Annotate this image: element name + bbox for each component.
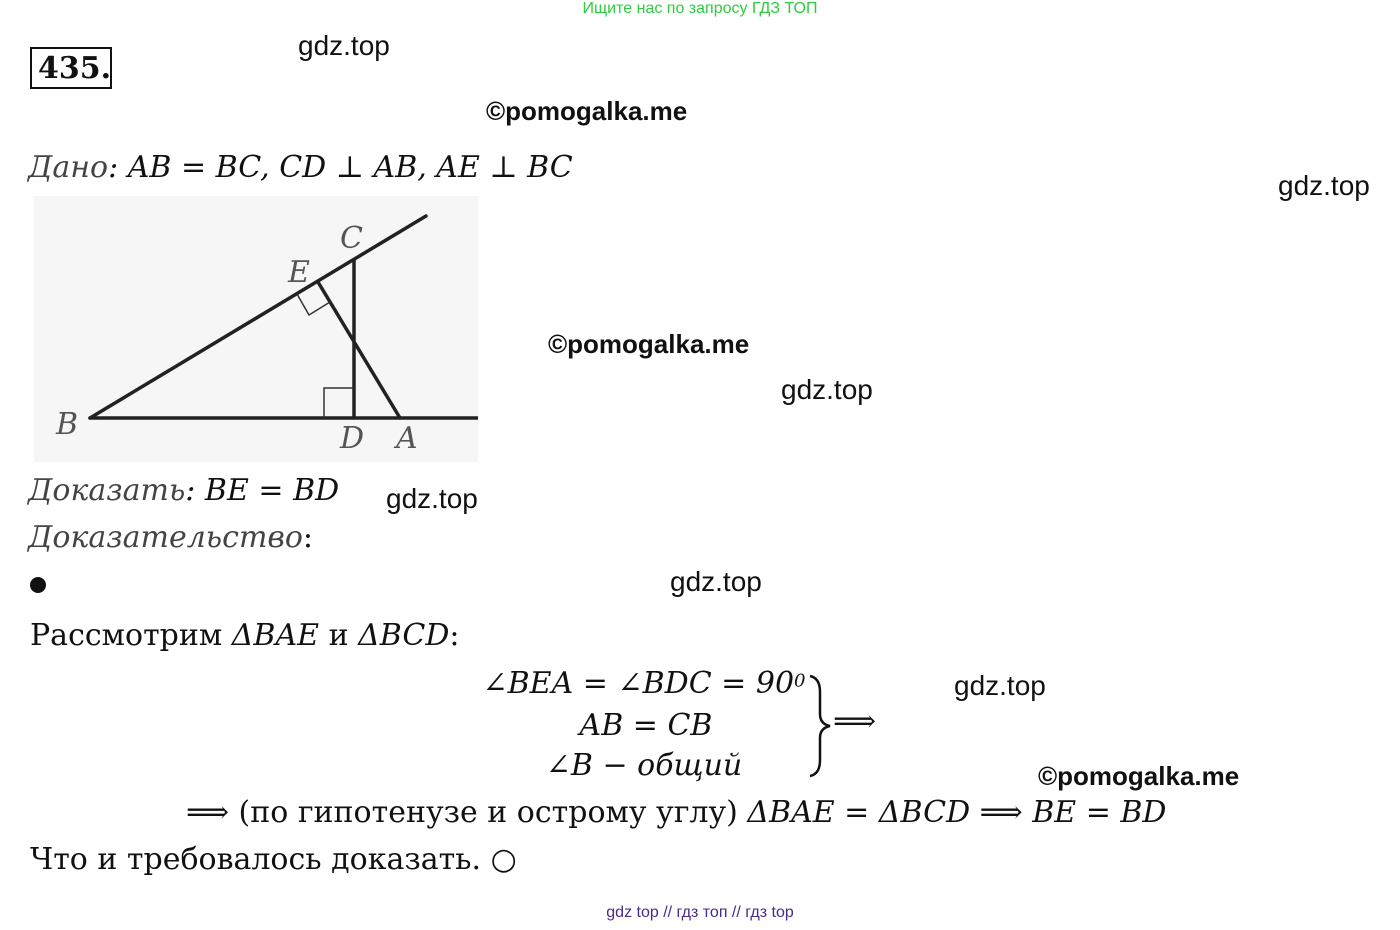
watermark-pomogalka: ©pomogalka.me: [548, 329, 750, 359]
common-angle: ∠B − общий: [545, 748, 743, 783]
bullet-point: [30, 577, 46, 593]
consider-and: и: [319, 618, 359, 653]
watermark-gdz: gdz.top: [298, 30, 390, 61]
sides-equal: AB = CB: [579, 708, 713, 743]
watermark-gdz: gdz.top: [954, 670, 1046, 701]
conclusion-result: BE = BD: [1032, 795, 1167, 830]
conclusion-arrow: ⟹: [186, 795, 239, 830]
triangle-bcd: ΔBCD: [358, 618, 450, 653]
watermark-pomogalka: ©pomogalka.me: [486, 96, 688, 126]
segment-ae: [316, 280, 402, 420]
given-statement: : AB = BC, CD ⊥ AB, AE ⊥ BC: [108, 150, 573, 185]
qed-line: Что и требовалось доказать. ○: [30, 842, 517, 877]
right-angle-e: [296, 293, 331, 317]
watermark-pomogalka: ©pomogalka.me: [1038, 761, 1240, 791]
top-banner: Ищите нас по запросу ГДЗ ТОП: [582, 0, 818, 17]
label-c: C: [340, 221, 363, 256]
right-brace: [809, 674, 831, 778]
prove-line: Доказать: BE = BD: [28, 473, 339, 508]
watermark-gdz: gdz.top: [386, 483, 478, 514]
system-line-1: ∠BEA = ∠BDC = 900: [444, 666, 844, 701]
label-a: A: [393, 421, 418, 456]
given-label: Дано: [28, 150, 109, 185]
triangle-bae: ΔBAE: [231, 618, 320, 653]
degree-sup: 0: [794, 670, 806, 692]
geometry-figure: B C E D A: [34, 196, 478, 462]
proof-label: Доказательство: [28, 520, 303, 555]
watermark-gdz: gdz.top: [670, 566, 762, 597]
problem-number: 435.: [38, 51, 112, 86]
conclusion-arrow-2: ⟹: [970, 795, 1033, 830]
label-b: B: [55, 407, 78, 442]
problem-number-box: 435.: [30, 47, 112, 89]
right-angle-d: [323, 387, 354, 418]
prove-label: Доказать: [28, 473, 186, 508]
line-bc: [88, 214, 428, 420]
proof-heading: Доказательство:: [28, 520, 313, 555]
system-implies-arrow: ⟹: [833, 704, 877, 739]
proof-colon: :: [302, 520, 314, 555]
label-d: D: [339, 421, 364, 456]
prove-statement: : BE = BD: [185, 473, 340, 508]
system-line-3: ∠B − общий: [444, 748, 844, 783]
conclusion-triangles-equal: ΔBAE = ΔBCD: [747, 795, 971, 830]
footer-links: gdz top // гдз топ // гдз top: [606, 904, 794, 921]
watermark-gdz: gdz.top: [781, 374, 873, 405]
label-e: E: [287, 255, 310, 290]
consider-line: Рассмотрим ΔBAE и ΔBCD:: [30, 618, 460, 653]
conclusion-line: ⟹ (по гипотенузе и острому углу) ΔBAE = …: [186, 795, 1167, 830]
angles-equal: ∠BEA = ∠BDC = 90: [482, 666, 795, 701]
consider-colon: :: [449, 618, 460, 653]
consider-text: Рассмотрим: [30, 618, 232, 653]
system-line-2: AB = CB: [446, 708, 846, 743]
watermark-gdz: gdz.top: [1278, 170, 1370, 201]
conclusion-reason: (по гипотенузе и острому углу): [238, 795, 748, 830]
given-line: Дано: AB = BC, CD ⊥ AB, AE ⊥ BC: [28, 150, 573, 185]
